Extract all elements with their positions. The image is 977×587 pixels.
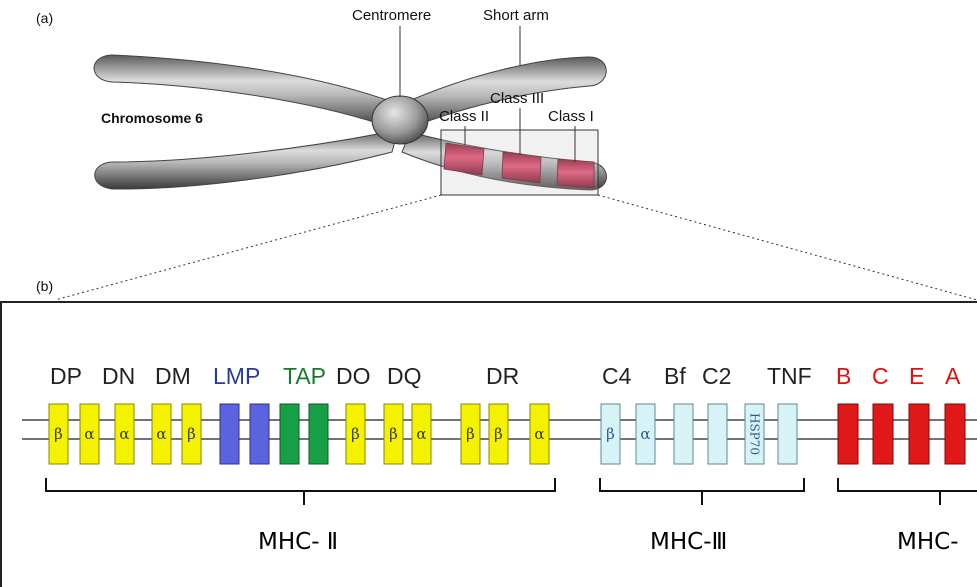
gene-label-dq: DQ xyxy=(387,363,422,389)
gene-box-lightblue xyxy=(707,403,728,465)
gene-label-a: A xyxy=(945,363,961,389)
gene-box-yellow xyxy=(345,403,366,465)
chromosome-illustration xyxy=(54,26,977,300)
gene-box-lightblue xyxy=(777,403,798,465)
gene-box-lightblue xyxy=(635,403,656,465)
class-i-label: Class I xyxy=(548,108,594,125)
gene-label-c4: C4 xyxy=(602,363,632,389)
gene-label-b: B xyxy=(836,363,852,389)
gene-box-symbol: β xyxy=(606,425,615,443)
chromosome-label: Chromosome 6 xyxy=(101,110,203,126)
centromere xyxy=(371,95,429,145)
gene-label-do: DO xyxy=(336,363,371,389)
mhc-i-label: MHC- xyxy=(897,529,959,555)
gene-box-symbol: β xyxy=(54,425,63,443)
mhc-iii-label: MHC-Ⅲ xyxy=(650,529,728,555)
gene-box-symbol: α xyxy=(156,425,166,443)
gene-box-green xyxy=(279,403,300,465)
gene-box-symbol: β xyxy=(389,425,398,443)
gene-box-yellow xyxy=(181,403,202,465)
gene-box-yellow xyxy=(529,403,550,465)
gene-box-blue xyxy=(249,403,270,465)
gene-box-green xyxy=(308,403,329,465)
gene-box-symbol: α xyxy=(119,425,129,443)
gene-box-symbol: β xyxy=(494,425,503,443)
mhc-iii-bracket xyxy=(599,478,805,505)
gene-box-symbol: β xyxy=(466,425,475,443)
gene-box-symbol: β xyxy=(187,425,196,443)
gene-label-tnf: TNF xyxy=(767,363,812,389)
gene-box-lightblue xyxy=(744,403,765,465)
gene-label-dm: DM xyxy=(155,363,191,389)
gene-label-c: C xyxy=(872,363,889,389)
panel-b-letter: (b) xyxy=(36,278,54,294)
gene-box-yellow xyxy=(488,403,509,465)
mhc-ii-bracket xyxy=(45,478,556,505)
gene-box-yellow xyxy=(48,403,69,465)
gene-box-yellow xyxy=(383,403,404,465)
gene-label-tap: TAP xyxy=(283,363,327,389)
gene-label-lmp: LMP xyxy=(213,363,261,389)
chromosome-arm-lower-left xyxy=(94,129,399,190)
class-iii-band xyxy=(501,151,542,184)
gene-box-lightblue xyxy=(600,403,621,465)
gene-box-yellow xyxy=(79,403,100,465)
panel-a-letter: (a) xyxy=(36,10,54,26)
gene-box-red xyxy=(908,403,930,465)
gene-label-bf: Bf xyxy=(664,363,686,389)
gene-box-yellow xyxy=(151,403,172,465)
zoom-line-left xyxy=(54,194,442,300)
gene-box-symbol: α xyxy=(84,425,94,443)
gene-box-red xyxy=(837,403,859,465)
gene-label-c2: C2 xyxy=(702,363,732,389)
gene-box-symbol: β xyxy=(351,425,360,443)
class-ii-band xyxy=(443,142,485,176)
gene-box-blue xyxy=(219,403,240,465)
chromosome-arm-upper-right xyxy=(401,56,607,129)
gene-box-yellow xyxy=(114,403,135,465)
gene-box-symbol: α xyxy=(416,425,426,443)
short-arm-label: Short arm xyxy=(483,7,549,24)
gene-box-red xyxy=(872,403,894,465)
chromosome-arm-upper-left xyxy=(93,54,399,129)
gene-box-yellow xyxy=(460,403,481,465)
gene-box-yellow xyxy=(411,403,432,465)
centromere-label: Centromere xyxy=(352,7,432,24)
panel-a: (a) Centromere Short arm Chromosome 6 Cl… xyxy=(36,7,977,300)
class-i-band xyxy=(556,158,595,189)
gene-label-e: E xyxy=(909,363,925,389)
mhc-i-bracket xyxy=(837,478,977,505)
class-iii-label: Class III xyxy=(490,90,545,107)
gene-box-red xyxy=(944,403,966,465)
gene-box-symbol: α xyxy=(640,425,650,443)
gene-box-symbol: HSP70 xyxy=(748,413,762,455)
zoom-line-right xyxy=(597,194,977,300)
mhc-ii-label: MHC- Ⅱ xyxy=(258,529,339,555)
gene-label-dn: DN xyxy=(102,363,136,389)
panel-b: DP DN DM LMP TAP DO DQ DR C4 Bf C2 TNF B… xyxy=(0,301,977,587)
gene-label-dr: DR xyxy=(486,363,520,389)
gene-box-symbol: α xyxy=(534,425,544,443)
gene-box-lightblue xyxy=(673,403,694,465)
gene-label-dp: DP xyxy=(50,363,82,389)
class-ii-label: Class II xyxy=(439,108,490,125)
